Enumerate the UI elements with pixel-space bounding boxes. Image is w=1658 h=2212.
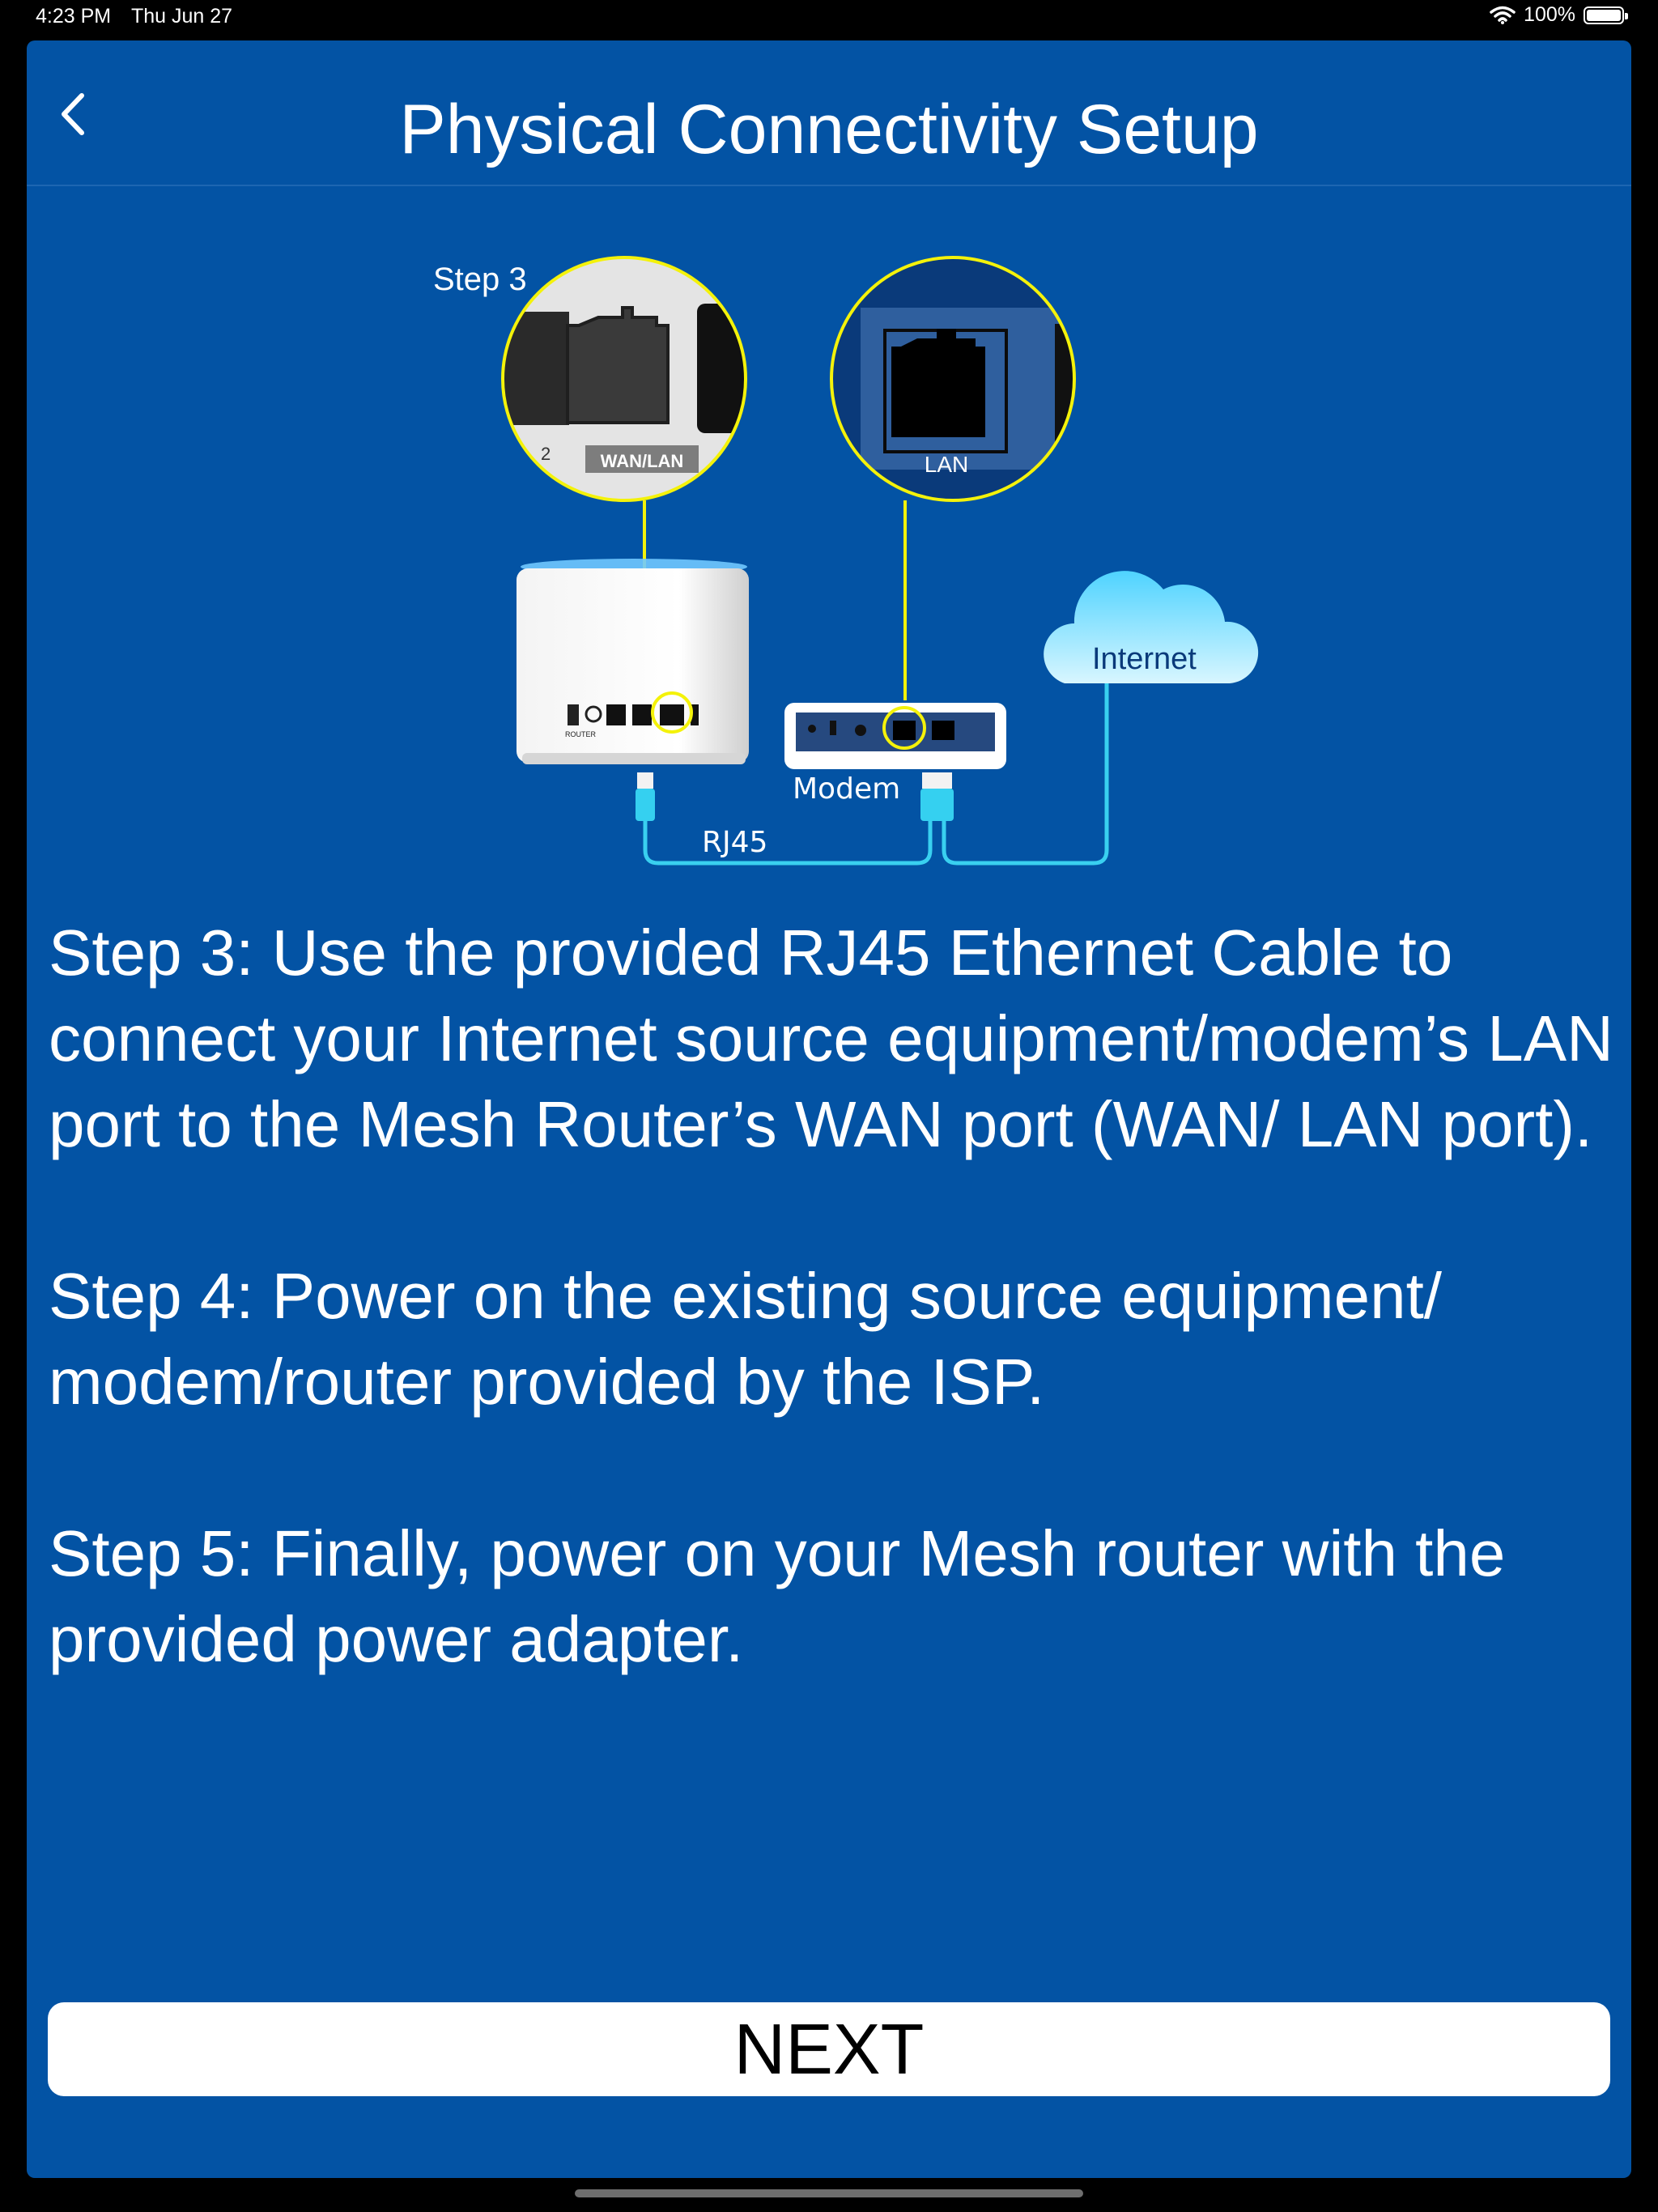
battery-icon [1584,6,1628,24]
router-port-label: WAN/LAN [601,451,684,471]
battery-percent: 100% [1524,3,1575,26]
cloud-label: Internet [1092,642,1197,676]
chevron-left-icon [62,93,84,135]
cable-plugs [636,772,954,821]
status-date: Thu Jun 27 [131,5,233,28]
wifi-icon [1490,6,1516,24]
connection-diagram: Step 3 2 WAN/LAN [433,256,1259,866]
status-time: 4:23 PM [36,5,112,28]
modem-label: Modem [793,772,900,806]
mesh-router-illustration: ROUTER [517,559,749,764]
internet-cloud-illustration: Internet [1044,571,1259,683]
modem-illustration: Modem [784,703,1006,806]
cable-label: RJ45 [702,826,767,859]
modem-port-label: LAN [925,452,968,477]
nav-header: Physical Connectivity Setup [27,40,1631,186]
ethernet-cables [643,683,1109,866]
page-title: Physical Connectivity Setup [399,91,1259,168]
instruction-step-3: Step 3: Use the provided RJ45 Ethernet C… [49,917,1613,1160]
app-screen: Physical Connectivity Setup Step 3 [27,40,1631,2178]
next-button[interactable]: NEXT [48,2002,1610,2096]
status-right: 100% [1490,3,1628,27]
back-button[interactable] [48,87,104,144]
step-label: Step 3 [433,262,527,297]
home-indicator[interactable] [575,2189,1083,2197]
router-port-magnifier: 2 WAN/LAN [501,256,747,502]
instructions: Step 3: Use the provided RJ45 Ethernet C… [49,910,1619,1768]
modem-port-magnifier: LAN [830,256,1076,502]
status-bar: 4:23 PM Thu Jun 27 100% [0,0,1658,36]
instruction-step-5: Step 5: Finally, power on your Mesh rout… [49,1517,1506,1675]
svg-text:2: 2 [541,444,551,464]
instruction-step-4: Step 4: Power on the existing source equ… [49,1260,1443,1418]
svg-text:ROUTER: ROUTER [565,730,597,738]
